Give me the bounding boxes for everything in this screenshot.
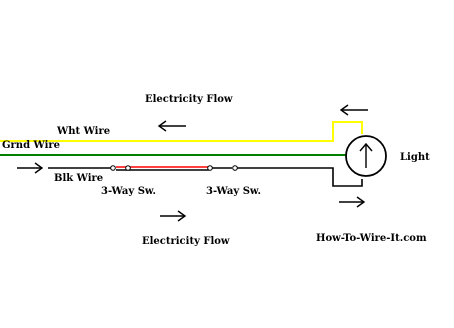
flow-label-top: Electricity Flow [145, 94, 233, 105]
light-fixture-icon [345, 135, 387, 177]
light-label: Light [400, 152, 430, 163]
white-wire-label: Wht Wire [56, 126, 110, 137]
arrow-left-icon [157, 120, 186, 132]
watermark-text: How-To-Wire-It.com [316, 233, 427, 244]
arrow-left-icon [339, 104, 368, 116]
black-wire-output [237, 167, 363, 187]
switch-2-terminal-out [232, 165, 238, 171]
arrow-right-icon [17, 162, 44, 174]
white-wire [0, 121, 363, 142]
black-wire-label: Blk Wire [54, 173, 103, 184]
switch-1-label: 3-Way Sw. [101, 186, 156, 197]
switch-1-terminal-out [125, 165, 131, 171]
ground-wire-label: Grnd Wire [2, 140, 60, 151]
switch-1-terminal-in [110, 165, 116, 171]
flow-label-bottom: Electricity Flow [142, 236, 230, 247]
switch-2-terminal-in [207, 165, 213, 171]
arrow-right-icon [339, 196, 366, 208]
arrow-right-icon [160, 210, 187, 222]
switch-2-label: 3-Way Sw. [206, 186, 261, 197]
